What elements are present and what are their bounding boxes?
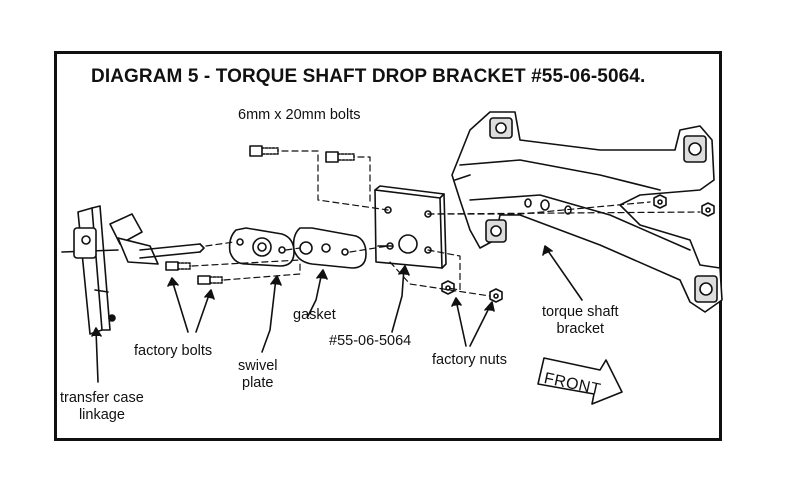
label-gasket: gasket [293, 307, 336, 323]
swivel-plate-part [228, 227, 295, 267]
label-transfer-case-linkage: transfer case linkage [60, 390, 144, 424]
label-factory-nuts: factory nuts [432, 352, 507, 368]
transfer-case-linkage [61, 205, 205, 335]
gasket-part [292, 227, 367, 269]
label-transfer-line2: linkage [78, 407, 125, 423]
label-swivel-line2: plate [242, 375, 274, 391]
six-mm-bolts-parts [249, 145, 355, 163]
label-6mm-bolts: 6mm x 20mm bolts [238, 107, 361, 123]
torque-shaft-bracket [451, 111, 723, 313]
label-factory-bolts: factory bolts [134, 343, 213, 359]
label-torque-line1: torque shaft [542, 304, 619, 320]
label-torque-line2: bracket [556, 321, 605, 337]
factory-nuts-parts [441, 280, 503, 303]
label-torque-shaft-bracket: torque shaft bracket [542, 304, 619, 338]
front-arrow-icon [537, 357, 623, 405]
factory-bolts-parts [165, 261, 223, 285]
diagram-title: DIAGRAM 5 - TORQUE SHAFT DROP BRACKET #5… [91, 66, 646, 87]
leader-arrows [91, 245, 583, 383]
assembly-lines [191, 150, 701, 297]
label-transfer-line1: transfer case [60, 390, 144, 406]
label-swivel-line1: swivel [238, 358, 278, 374]
drop-bracket-plate [374, 185, 447, 269]
label-part-number: #55-06-5064 [329, 333, 412, 349]
bracket-nuts [653, 194, 715, 217]
label-swivel-plate: swivel plate [238, 358, 277, 392]
